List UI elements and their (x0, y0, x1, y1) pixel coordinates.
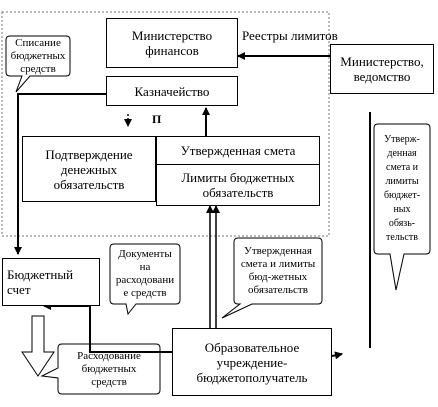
box-budget-account: Бюджетный счет (2, 258, 100, 306)
dotted-boundary (1, 11, 330, 237)
box-budget-limits: Лимиты бюджетных обязательств (156, 164, 320, 206)
box-educational-institution: Образовательное учреждение- бюджетополуч… (172, 328, 332, 396)
arrow-to-institution-right (331, 351, 343, 360)
callout-bubble-approved-estimate-vertical (373, 123, 431, 291)
box-confirmation: Подтверждение денежных обязательств (22, 136, 156, 202)
callout-approved-estimate-limits: Утвержденная смета и лимиты бюд-жетных о… (240, 245, 316, 296)
box-approved-estimate: Утвержденная смета (156, 136, 320, 165)
callout-bubble-write-off (5, 35, 71, 93)
callout-bubble-spending (40, 343, 161, 395)
label-limits-registers: Реестры лимитов (242, 28, 338, 43)
callout-bubble-approved-estimate-limits (221, 237, 323, 319)
arrow-institution-to-account (43, 302, 172, 353)
callout-bubble-documents (109, 243, 181, 316)
label-p-mark: П (152, 112, 162, 126)
callout-spending: Расходование бюджетных средств (77, 349, 141, 388)
arrow-treasury-to-account (14, 93, 106, 255)
callout-approved-estimate-vertical: Утверж- денная смета и лимиты бюджет- ны… (383, 134, 421, 243)
box-ministry-agency: Министерство, ведомство (330, 44, 434, 94)
callout-write-off: Списание бюджетных средств (10, 36, 66, 75)
hollow-down-arrow (21, 315, 55, 377)
callout-documents: Документы на расходовани е средств (115, 248, 175, 299)
box-treasury: Казначейство (106, 76, 238, 106)
box-ministry-of-finance: Министерство финансов (106, 18, 238, 68)
